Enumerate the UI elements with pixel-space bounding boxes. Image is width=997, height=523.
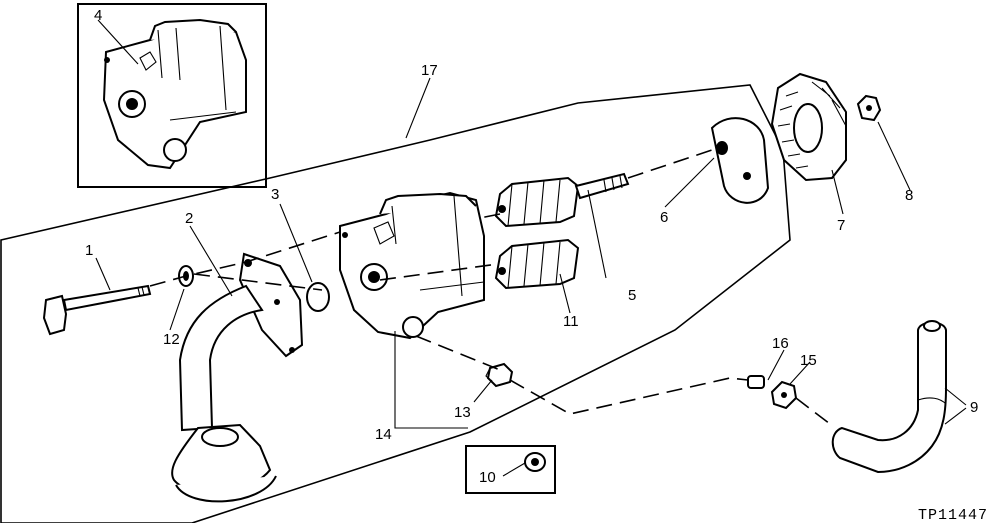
- drive-gear: [770, 72, 847, 182]
- pump-body-inset: [102, 18, 247, 170]
- leader-lines: [95, 19, 967, 477]
- bolt: [485, 362, 514, 388]
- callout-3: 3: [271, 186, 279, 203]
- o-ring: [306, 282, 330, 312]
- callout-6: 6: [660, 209, 668, 226]
- drive-shaft: [574, 172, 630, 200]
- callout-4: 4: [94, 7, 102, 24]
- figure-code: TP11447: [918, 507, 988, 523]
- callout-13: 13: [454, 404, 471, 421]
- callout-7: 7: [837, 217, 845, 234]
- callout-2: 2: [185, 210, 193, 227]
- assembly-centerline-2: [193, 263, 499, 291]
- oil-intake-tube: [171, 252, 304, 503]
- pump-gear-lower: [494, 238, 580, 290]
- callout-12: 12: [163, 331, 180, 348]
- jam-nut: [770, 380, 798, 410]
- callout-9: 9: [970, 399, 978, 416]
- oil-pipe: [831, 320, 947, 474]
- inset-frame-small: [465, 445, 556, 494]
- callout-5: 5: [628, 287, 636, 304]
- callout-8: 8: [905, 187, 913, 204]
- exploded-view-outline: [0, 84, 791, 523]
- pump-cover: [710, 117, 770, 204]
- callout-14: 14: [375, 426, 392, 443]
- inset-frame: [77, 3, 267, 188]
- pump-housing: [339, 191, 485, 340]
- callout-11: 11: [563, 313, 579, 330]
- cap-screw: [42, 284, 152, 336]
- callout-1: 1: [85, 242, 93, 259]
- callout-17: 17: [421, 62, 438, 79]
- callout-16: 16: [772, 335, 789, 352]
- assembly-centerline-3: [415, 335, 831, 425]
- callout-10: 10: [479, 469, 496, 486]
- pump-gear-upper: [494, 176, 580, 228]
- nut: [856, 94, 882, 122]
- sleeve: [747, 375, 765, 389]
- assembly-centerline: [149, 149, 713, 287]
- callout-15: 15: [800, 352, 817, 369]
